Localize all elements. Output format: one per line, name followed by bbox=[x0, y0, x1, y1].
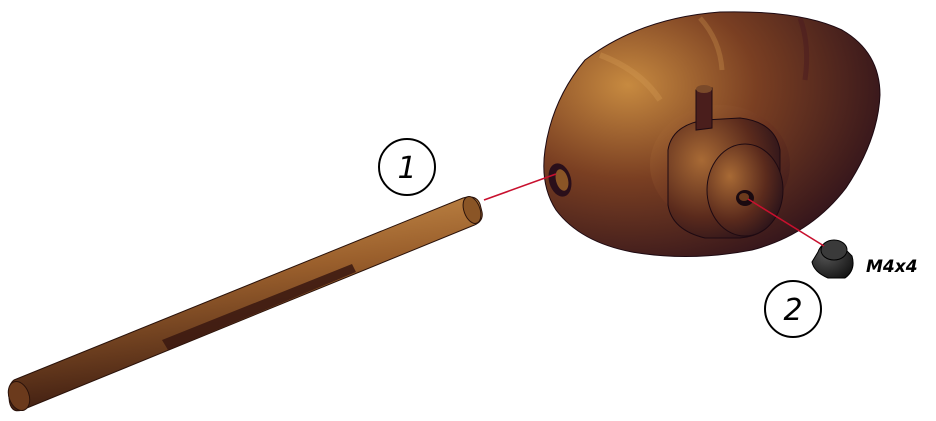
leader-line-2 bbox=[747, 198, 825, 247]
callout-1: 1 bbox=[378, 138, 436, 196]
shaft-part bbox=[7, 196, 483, 412]
callout-2: 2 bbox=[764, 280, 822, 338]
leader-line-1 bbox=[483, 173, 557, 201]
set-screw-part bbox=[811, 239, 854, 279]
screw-size-label: M4x4 bbox=[866, 257, 918, 277]
callout-1-label: 1 bbox=[397, 151, 416, 186]
knob-part bbox=[543, 11, 881, 258]
callout-2-label: 2 bbox=[783, 293, 802, 328]
